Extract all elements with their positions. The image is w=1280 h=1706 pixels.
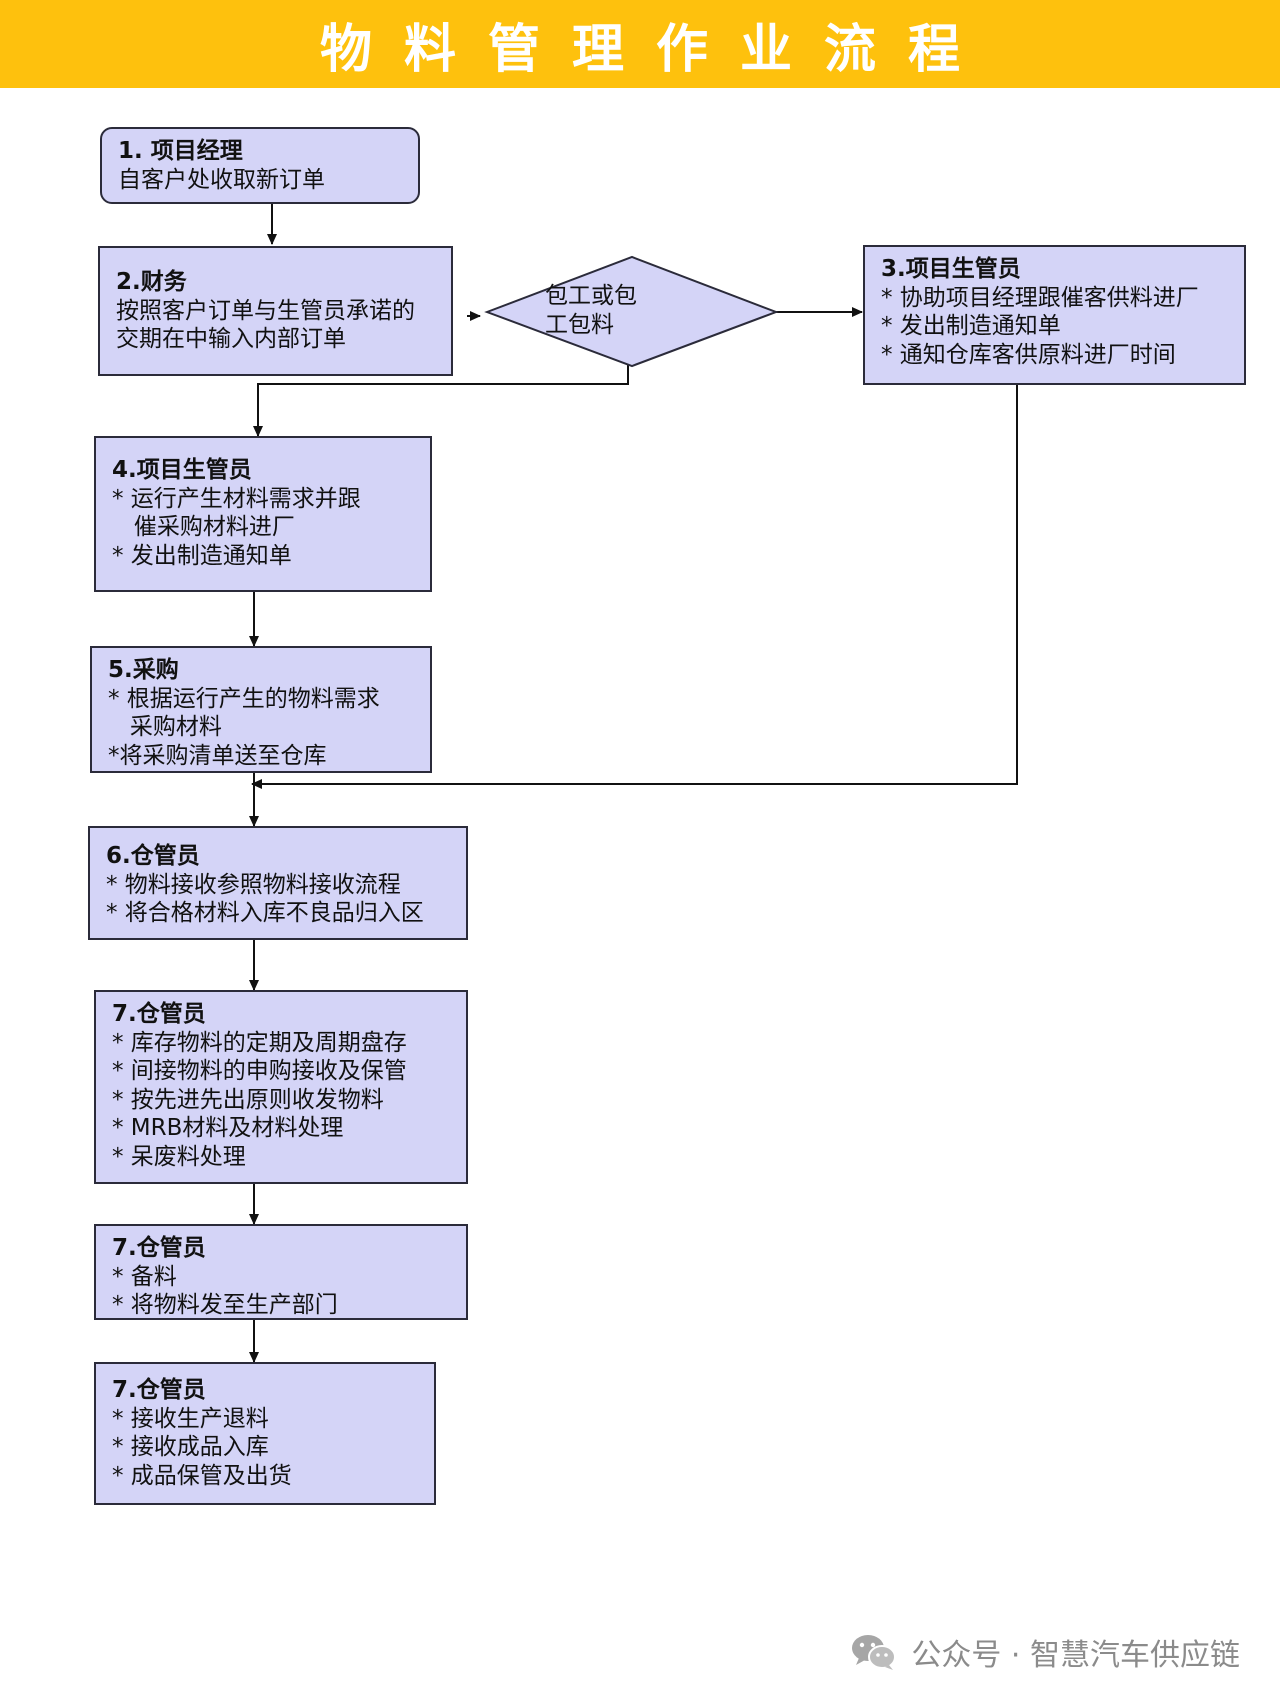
step-4-project-production-controller: 4.项目生管员 * 运行产生材料需求并跟 催采购材料进厂 * 发出制造通知单 bbox=[94, 436, 432, 592]
watermark: 公众号 · 智慧汽车供应链 bbox=[849, 1630, 1240, 1674]
step-6-warehouse-keeper: 6.仓管员 * 物料接收参照物料接收流程 * 将合格材料入库不良品归入区 bbox=[88, 826, 468, 940]
wechat-icon bbox=[852, 1635, 897, 1670]
step-5-purchasing: 5.采购 * 根据运行产生的物料需求 采购材料 *将采购清单送至仓库 bbox=[90, 646, 432, 773]
node-line: * MRB材料及材料处理 bbox=[112, 1115, 344, 1141]
node-line: * 库存物料的定期及周期盘存 bbox=[112, 1029, 407, 1056]
node-title: 1. 项目经理 bbox=[118, 138, 243, 164]
node-title: 7.仓管员 bbox=[112, 1235, 206, 1261]
node-line: 自客户处收取新订单 bbox=[118, 166, 325, 193]
node-line: * 发出制造通知单 bbox=[112, 542, 292, 569]
arrow-3-to-6-merge bbox=[251, 384, 1018, 789]
node-line: *将采购清单送至仓库 bbox=[108, 742, 327, 769]
node-title: 5.采购 bbox=[108, 657, 179, 683]
node-line: * 成品保管及出货 bbox=[112, 1462, 292, 1489]
watermark-text: 公众号 · 智慧汽车供应链 bbox=[911, 1638, 1240, 1673]
node-line: * 通知仓库客供原料进厂时间 bbox=[881, 341, 1176, 368]
node-line: * 接收成品入库 bbox=[112, 1434, 269, 1460]
node-line: * 运行产生材料需求并跟 bbox=[112, 485, 361, 512]
node-line: * 协助项目经理跟催客供料进厂 bbox=[881, 284, 1199, 311]
node-title: 2.财务 bbox=[116, 269, 187, 295]
decision-label: 包工或包 工包料 bbox=[545, 282, 705, 339]
node-title: 6.仓管员 bbox=[106, 843, 200, 869]
node-title: 4.项目生管员 bbox=[112, 457, 252, 483]
decision-line: 工包料 bbox=[545, 311, 614, 338]
step-7-warehouse-inventory: 7.仓管员 * 库存物料的定期及周期盘存 * 间接物料的申购接收及保管 * 按先… bbox=[94, 990, 468, 1184]
node-line: * 按先进先出原则收发物料 bbox=[112, 1086, 384, 1113]
node-line: * 将物料发至生产部门 bbox=[112, 1292, 338, 1318]
node-title: 7.仓管员 bbox=[112, 1001, 206, 1027]
arrow-decision-to-4 bbox=[253, 364, 629, 437]
title-banner: 物料管理作业流程 bbox=[0, 0, 1280, 88]
decision-line: 包工或包 bbox=[545, 283, 637, 309]
node-title: 7.仓管员 bbox=[112, 1377, 206, 1403]
step-7-warehouse-returns: 7.仓管员 * 接收生产退料 * 接收成品入库 * 成品保管及出货 bbox=[94, 1362, 436, 1505]
node-line: * 间接物料的申购接收及保管 bbox=[112, 1058, 407, 1084]
step-1-project-manager: 1. 项目经理 自客户处收取新订单 bbox=[100, 127, 420, 204]
node-line: * 发出制造通知单 bbox=[881, 313, 1061, 339]
decision-diamond bbox=[484, 255, 779, 368]
node-line: * 呆废料处理 bbox=[112, 1143, 246, 1170]
node-line: * 接收生产退料 bbox=[112, 1405, 269, 1432]
node-line: 按照客户订单与生管员承诺的 bbox=[116, 297, 415, 324]
page-title: 物料管理作业流程 bbox=[319, 19, 992, 80]
node-title: 3.项目生管员 bbox=[881, 256, 1021, 282]
step-2-finance: 2.财务 按照客户订单与生管员承诺的 交期在中输入内部订单 bbox=[98, 246, 453, 376]
node-line: 采购材料 bbox=[108, 714, 222, 740]
node-line: * 备料 bbox=[112, 1263, 177, 1290]
step-7-warehouse-issuing: 7.仓管员 * 备料 * 将物料发至生产部门 bbox=[94, 1224, 468, 1320]
step-3-project-production-controller: 3.项目生管员 * 协助项目经理跟催客供料进厂 * 发出制造通知单 * 通知仓库… bbox=[863, 245, 1246, 385]
node-line: * 将合格材料入库不良品归入区 bbox=[106, 900, 424, 926]
node-line: 催采购材料进厂 bbox=[112, 514, 295, 540]
node-line: * 物料接收参照物料接收流程 bbox=[106, 871, 401, 898]
node-line: * 根据运行产生的物料需求 bbox=[108, 685, 380, 712]
node-line: 交期在中输入内部订单 bbox=[116, 326, 346, 352]
